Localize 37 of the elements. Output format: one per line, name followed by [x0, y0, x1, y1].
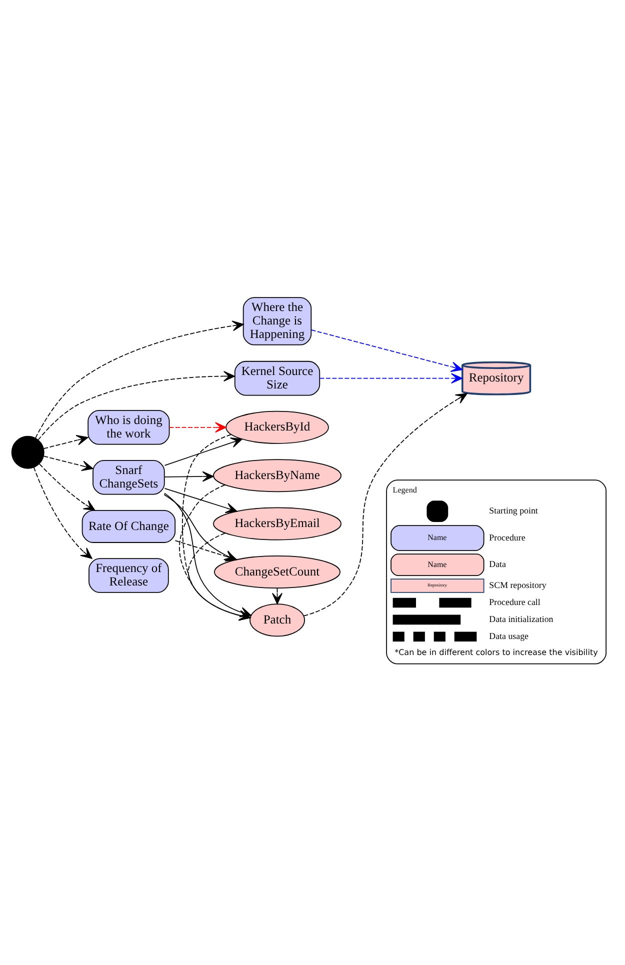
node-ellipse: HackersByName: [213, 459, 342, 492]
node-box: Snarf ChangeSets: [92, 460, 165, 495]
arrow: [164, 438, 242, 466]
arrow: [43, 435, 88, 450]
legend-label: SCM repository: [489, 580, 546, 590]
arrow: [164, 488, 238, 514]
node-ellipse: Patch: [250, 604, 305, 637]
node-box: Rate Of Change: [82, 510, 176, 543]
node-ellipse: HackersById: [226, 410, 329, 444]
node-box: Who is doing the work: [88, 410, 170, 445]
arrow: [33, 466, 92, 559]
node-box: Kernel Source Size: [234, 360, 320, 396]
arrow: [168, 422, 227, 433]
node-box: Frequency of Release: [88, 558, 169, 593]
node-circle: [11, 436, 44, 469]
arrow: [39, 464, 96, 511]
legend-label: Data initialization: [489, 614, 554, 624]
arrow: [310, 330, 463, 372]
arrow: [303, 393, 468, 616]
legend-label: Data usage: [489, 630, 528, 641]
arrow: [319, 373, 463, 384]
node-box: Where the Change is Happening: [242, 297, 312, 346]
arrow: [272, 588, 283, 604]
arrow: [35, 320, 244, 438]
legend-label: Data: [489, 559, 506, 570]
label: Name: [428, 560, 447, 569]
legend-label: Procedure: [489, 532, 526, 542]
legend-label: Starting point: [489, 506, 538, 516]
node-ellipse: ChangeSetCount: [214, 555, 340, 588]
label: *Can be in different colors to increase the visibility: [394, 648, 598, 658]
arrow: [164, 471, 214, 482]
label: Name: [428, 533, 447, 542]
node-ellipse: HackersByEmail: [213, 507, 342, 540]
label: Legend: [392, 486, 417, 495]
legend-label: Procedure call: [489, 596, 540, 607]
arrow: [43, 456, 94, 472]
arrow: [38, 370, 235, 440]
